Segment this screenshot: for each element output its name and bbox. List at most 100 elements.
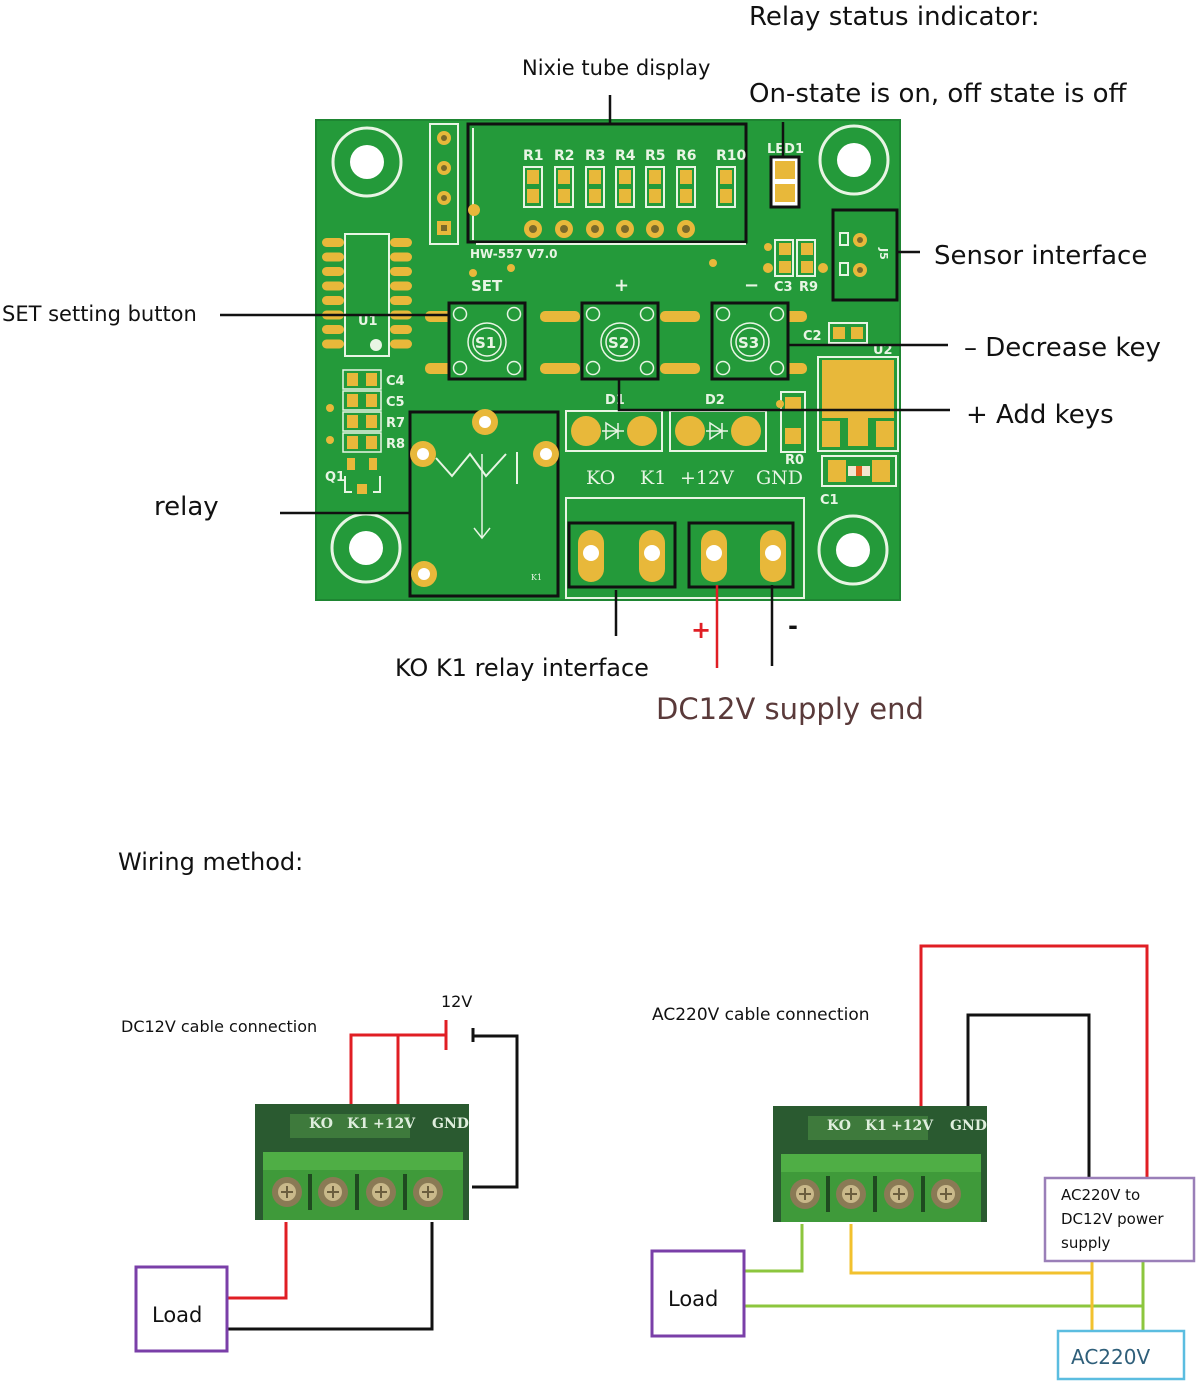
block-screw-slot (940, 1188, 952, 1200)
resistor-pad (589, 189, 601, 203)
dc-wire-load-return (228, 1222, 434, 1331)
block-divider (308, 1174, 312, 1210)
decrease-key-label: – Decrease key (964, 333, 1161, 363)
u1-label: U1 (358, 314, 378, 329)
diode-symbol (602, 421, 624, 441)
mains-box (1056, 1329, 1186, 1381)
resistor-pad (720, 189, 732, 203)
button-id-label: S1 (475, 334, 496, 352)
button-leg (769, 360, 785, 376)
passive-c5: C5 (342, 390, 405, 411)
display-pin-hole (651, 225, 659, 233)
display-pin-hole (591, 225, 599, 233)
resistor-label: R6 (676, 148, 697, 164)
c2: C2 (803, 322, 868, 344)
resistor-label: R10 (716, 148, 747, 164)
button-id-label: S3 (738, 334, 759, 352)
terminal-hole (765, 545, 781, 561)
dc-wire-k1 (349, 1033, 446, 1104)
dc-wire-gnd (472, 1034, 519, 1189)
block-terminal-label: K1 (347, 1116, 369, 1132)
block-top (263, 1152, 463, 1170)
relay-status-label: Relay status indicator: (749, 2, 1040, 32)
resistor-pad (649, 189, 661, 203)
button-ring (467, 322, 507, 362)
passive-pad (347, 394, 358, 407)
resistor-r6: R6 (676, 148, 697, 208)
resistor-label: R4 (615, 148, 636, 164)
button-silk-label: − (744, 275, 759, 296)
resistor-r1: R1 (523, 148, 544, 208)
button-leg (715, 306, 731, 322)
resistor-r5: R5 (645, 148, 666, 208)
board-id-label: HW-557 V7.0 (470, 247, 558, 261)
q1-label: Q1 (325, 470, 345, 485)
u1-leg (322, 339, 344, 349)
passive-outline (342, 369, 382, 390)
button-silk-label: SET (471, 277, 503, 295)
button-silk-label: + (614, 275, 629, 296)
terminal-hole (706, 545, 722, 561)
psu-label-line-2: DC12V power (1061, 1210, 1164, 1228)
wiring-heading: Wiring method: (118, 848, 303, 876)
block-terminal-label: +12V (373, 1116, 416, 1132)
display-pin-hole (621, 225, 629, 233)
via (709, 259, 717, 267)
terminal-label: K1 (640, 467, 666, 489)
positive-sign: + (691, 616, 711, 644)
passive-pad (347, 373, 358, 386)
display-pin-hole (682, 225, 690, 233)
button-leg (506, 360, 522, 376)
resistor-pad (720, 170, 732, 184)
ac-load-label: Load (668, 1287, 718, 1311)
resistor-pad (558, 170, 570, 184)
resistor-r4: R4 (615, 148, 636, 208)
negative-sign: - (788, 612, 798, 640)
resistor-outline (585, 166, 605, 208)
passive-r7: R7 (342, 411, 405, 432)
passive-pad (366, 373, 377, 386)
u2-label: U2 (873, 343, 893, 358)
callouts: Nixie tube display Relay status indicato… (2, 2, 1161, 726)
terminal-hole (583, 545, 599, 561)
u1-leg (390, 267, 412, 276)
passive-label: R7 (386, 416, 405, 431)
passive-pad (366, 415, 377, 428)
r9-label: R9 (799, 280, 818, 295)
button-leg (769, 306, 785, 322)
block-divider (403, 1174, 407, 1210)
psu-label-line-3: supply (1061, 1234, 1111, 1252)
button-leg (452, 306, 468, 322)
mounting-hole-br (817, 514, 889, 586)
resistor-label: R3 (585, 148, 606, 164)
u1-leg (390, 252, 412, 262)
button-s3: − S3 (710, 275, 790, 381)
regulator-u2 (817, 356, 899, 452)
resistor-r2: R2 (554, 148, 575, 208)
dc-battery-label: 12V (441, 992, 472, 1011)
resistor-pad (589, 170, 601, 184)
via (326, 404, 334, 412)
u1-leg (322, 281, 344, 291)
via (469, 269, 477, 277)
diode-pad (675, 416, 705, 446)
diode-d2: D2 (669, 393, 767, 452)
diode-label: D1 (605, 393, 625, 408)
block-screw-slot (893, 1188, 905, 1200)
passive-label: C4 (386, 374, 405, 389)
passive-outline (342, 411, 382, 432)
r0: R0 (776, 391, 806, 468)
button-leg (715, 360, 731, 376)
pcb-edge (315, 119, 901, 601)
resistor-pad (527, 189, 539, 203)
button-rail-segment (660, 311, 700, 322)
relay-ref-label: K1 (531, 573, 542, 582)
mounting-hole-tl (331, 126, 403, 198)
resistor-label: R5 (645, 148, 666, 164)
